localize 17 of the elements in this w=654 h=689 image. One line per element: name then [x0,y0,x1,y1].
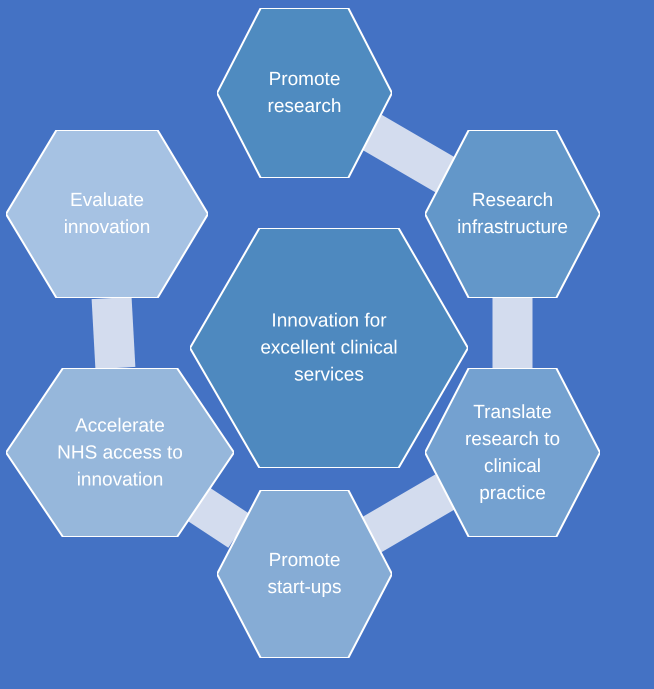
hexagon-node [217,8,392,178]
node-text: Accelerate NHS access to innovation [56,414,184,492]
hexagon-node [6,368,234,537]
connector-band [92,296,136,370]
hexagon-node [425,130,600,298]
node-text: Evaluate innovation [62,189,152,240]
connector-band [492,298,532,368]
hexagon-node [217,490,392,658]
connector-band [362,114,456,192]
node-text: Research infrastructure [456,189,568,240]
node-text: Promote start-ups [266,549,342,600]
node-text: Translate research to clinical practice [464,400,562,506]
connector-band [362,474,456,552]
hexagon-node [425,368,600,537]
node-text: Promote research [266,68,342,119]
hexagon-node [6,130,208,298]
node-text: Innovation for excellent clinical services [259,310,399,388]
